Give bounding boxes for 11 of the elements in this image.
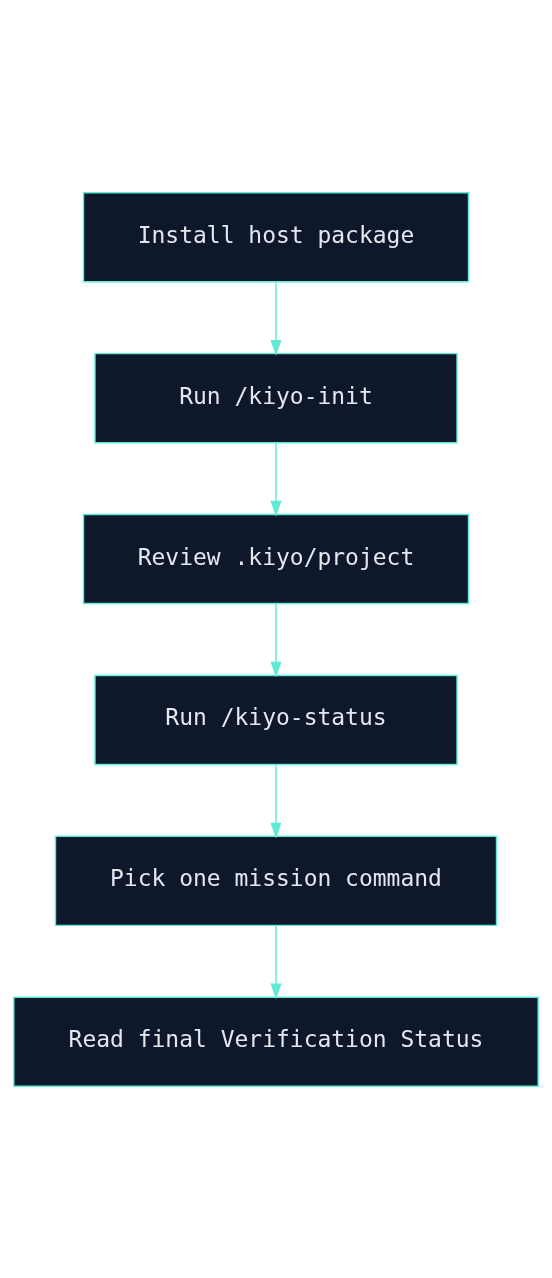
node-box: Read final Verification Status	[13, 995, 539, 1087]
node-box: Review .kiyo/project	[82, 513, 470, 604]
arrow	[270, 280, 282, 356]
node-box: Run /kiyo-init	[94, 352, 458, 443]
arrow	[270, 602, 282, 678]
node-box: Pick one mission command	[54, 835, 498, 926]
arrow	[270, 924, 282, 999]
arrow	[270, 441, 282, 517]
node-box: Install host package	[82, 191, 470, 283]
arrow	[270, 763, 282, 838]
node-box: Run /kiyo-status	[94, 674, 458, 765]
